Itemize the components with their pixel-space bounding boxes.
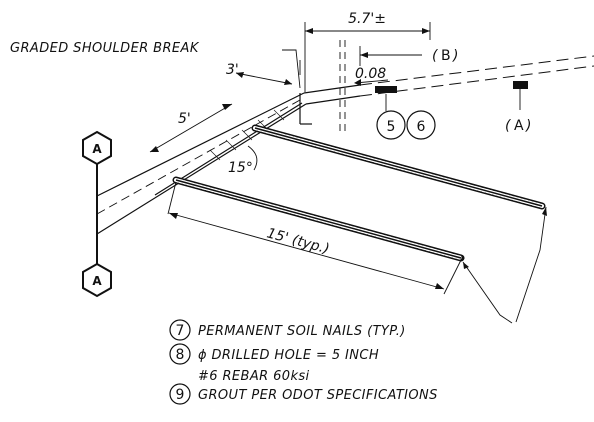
graded-shoulder-break-label: GRADED SHOULDER BREAK — [10, 41, 200, 56]
angle-arc — [247, 145, 258, 171]
hex-marker-top: A — [82, 130, 112, 166]
section-b-label: B — [441, 48, 451, 64]
dim-15-label: 15' (typ.) — [265, 225, 331, 257]
soil-nail-upper — [251, 124, 546, 210]
note-8-text: ϕ DRILLED HOLE = 5 INCH — [198, 348, 379, 363]
nail-leader-lower — [462, 261, 513, 324]
shoulder-barrier-mark — [375, 86, 397, 93]
dim-5-line — [149, 103, 233, 153]
note-8b-text: #6 REBAR 60ksi — [198, 369, 310, 384]
detail-callout-5-label: 5 — [387, 119, 396, 135]
nail-leader-upper — [515, 206, 547, 323]
section-a-label: A — [514, 118, 524, 134]
detail-callout-6: 6 — [406, 110, 436, 140]
note-8-number: 8 — [176, 347, 185, 363]
section-b-paren-right: ) — [452, 48, 458, 64]
detail-callout-5: 5 — [376, 110, 406, 140]
section-a-mark — [513, 81, 528, 89]
note-8: 8 ϕ DRILLED HOLE = 5 INCH — [169, 343, 379, 365]
ground-surface — [299, 40, 594, 132]
dim-5-label: 5' — [178, 111, 191, 127]
shoulder-break-leader — [282, 49, 301, 89]
angle-label: 15° — [228, 160, 253, 176]
note-9-text: GROUT PER ODOT SPECIFICATIONS — [198, 388, 438, 403]
hex-marker-bottom-label: A — [92, 274, 102, 288]
dim-15-line — [168, 212, 445, 290]
section-b-paren-left: ( — [432, 48, 438, 64]
detail-callout-6-label: 6 — [417, 119, 426, 135]
hex-marker-bottom: A — [82, 262, 112, 298]
dim-5-7-label: 5.7'± — [348, 11, 386, 27]
section-a-paren-left: ( — [505, 118, 511, 134]
section-a-paren-right: ) — [525, 118, 531, 134]
slope-section — [96, 92, 307, 235]
dim-3-line — [235, 72, 293, 85]
note-9-number: 9 — [176, 387, 185, 403]
soil-nail-lower — [172, 176, 465, 262]
slope-label: 0.08 — [355, 66, 386, 82]
note-7-text: PERMANENT SOIL NAILS (TYP.) — [198, 324, 406, 339]
hex-marker-top-label: A — [92, 142, 102, 156]
note-9: 9 GROUT PER ODOT SPECIFICATIONS — [169, 383, 438, 405]
note-7-number: 7 — [176, 323, 185, 339]
dim-3-label: 3' — [226, 62, 239, 78]
note-7: 7 PERMANENT SOIL NAILS (TYP.) — [169, 319, 406, 341]
note-8b: #6 REBAR 60ksi — [198, 369, 310, 384]
